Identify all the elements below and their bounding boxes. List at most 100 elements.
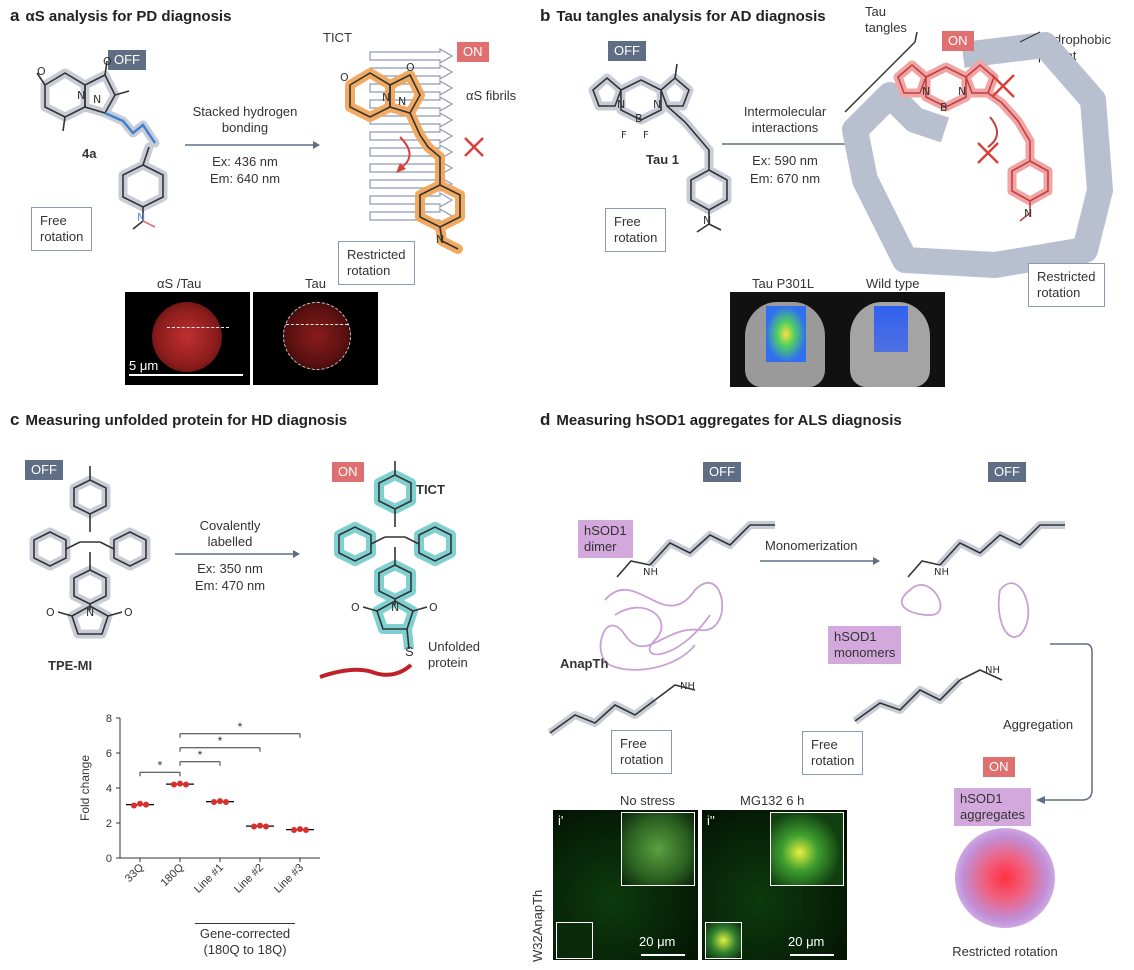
panel-b-restricted-box: Restricted rotation — [1028, 263, 1105, 307]
panel-d-restricted-label: Restricted rotation — [952, 944, 1058, 959]
img1-tag: i' — [558, 813, 564, 828]
y-axis-label: Fold change — [78, 755, 92, 821]
panel-a-micrograph-colocalization: 5 μm — [125, 292, 250, 385]
significance-star: * — [218, 734, 223, 748]
compound-tau1-structure: N N B F F N — [588, 63, 732, 233]
panel-d-off-tag-2: OFF — [988, 462, 1026, 482]
compound-4a-bound-structure: O O N N N — [340, 61, 465, 254]
data-point — [223, 799, 229, 805]
heatmap-wild-type — [874, 306, 908, 352]
scale-label-5um: 5 μm — [129, 358, 159, 373]
x-tick-label: Line #2 — [232, 862, 266, 896]
panel-a-img2-label: Tau — [305, 276, 326, 291]
svg-text:N: N — [398, 95, 406, 108]
inset-small-2 — [705, 922, 742, 959]
panel-a-arrow-label: Stacked hydrogen bonding — [192, 104, 298, 135]
scale-bar-5um — [129, 374, 243, 376]
panel-a-em: Em: 640 nm — [209, 171, 281, 186]
data-point — [257, 822, 263, 829]
y-tick-label: 6 — [106, 748, 112, 760]
svg-text:O: O — [351, 601, 360, 614]
tau-tangles-label: Tau tangles — [865, 4, 907, 35]
gene-corrected-label: Gene-corrected — [199, 926, 291, 941]
compound-4a-label: 4a — [82, 146, 97, 161]
y-tick-label: 8 — [106, 713, 112, 725]
significance-star: * — [198, 748, 203, 762]
unfolded-protein-label: Unfolded protein — [428, 639, 481, 670]
panel-b-on-tag: ON — [942, 31, 974, 51]
compound-tpe-mi-structure: N O O — [29, 466, 151, 639]
data-point — [183, 781, 189, 788]
data-point — [177, 780, 183, 787]
svg-text:N: N — [137, 211, 145, 224]
hsod1-dimer-label: hSOD1 dimer — [578, 520, 633, 558]
panel-b-ex: Ex: 590 nm — [752, 153, 818, 168]
panel-c-on-tag: ON — [332, 462, 364, 482]
panel-d-ylabel: W32AnapTh — [530, 889, 545, 962]
monomerization-arrow — [760, 557, 880, 565]
svg-text:F: F — [643, 130, 649, 141]
panel-d-off-tag-1: OFF — [703, 462, 741, 482]
svg-text:O: O — [429, 601, 438, 614]
compound-tpe-mi-label: TPE-MI — [48, 658, 93, 673]
x-tick-label: Line #3 — [272, 862, 306, 896]
data-point — [171, 781, 177, 788]
panel-d-on-tag: ON — [983, 757, 1015, 777]
data-point — [297, 826, 303, 833]
svg-text:O: O — [340, 71, 349, 84]
svg-text:N: N — [77, 89, 85, 102]
compound-tau1-label: Tau 1 — [646, 152, 679, 167]
gene-corrected-sub: (180Q to 18Q) — [203, 942, 287, 957]
svg-text:N: N — [922, 85, 930, 98]
hsod1-aggregates-label: hSOD1 aggregates — [954, 788, 1032, 826]
panel-a-off-tag: OFF — [108, 50, 146, 70]
inset-zoom-1 — [621, 812, 695, 886]
svg-text:N: N — [1024, 207, 1032, 220]
svg-text:NH: NH — [643, 567, 658, 578]
panel-c-arrow-label: Covalently labelled — [199, 518, 261, 549]
panel-d-img1-label: No stress — [620, 793, 675, 808]
svg-text:N: N — [653, 98, 661, 111]
panel-c-arrow — [175, 550, 300, 558]
y-tick-label: 2 — [106, 818, 112, 830]
panel-a-tict: TICT — [323, 30, 352, 45]
data-point — [263, 823, 269, 830]
svg-text:F: F — [621, 130, 627, 141]
data-point — [137, 800, 143, 807]
inset-zoom-2 — [770, 812, 844, 886]
svg-text:NH: NH — [985, 665, 1000, 676]
svg-text:NH: NH — [680, 681, 695, 692]
panel-d-img2-label: MG132 6 h — [740, 793, 805, 808]
panel-a-img1-label: αS /Tau — [157, 276, 202, 291]
svg-text:O: O — [406, 61, 415, 74]
droplet-red-1 — [152, 302, 222, 372]
svg-text:N: N — [703, 214, 711, 227]
data-point — [303, 827, 309, 833]
tau-tangle-pocket — [842, 31, 1113, 278]
compound-tpe-mi-bound-structure: N O O — [319, 461, 456, 679]
svg-text:N: N — [617, 98, 625, 111]
data-point — [211, 799, 217, 805]
data-point — [131, 802, 137, 809]
panel-a-cross-icon — [464, 137, 484, 157]
compound-4a-structure: N N O O N — [36, 55, 168, 230]
anapth-monomer-structures: NH NH — [852, 521, 1065, 725]
anapth-dimer-structures: NH NH — [547, 521, 775, 737]
panel-b-arrow-label: Intermolecular interactions — [743, 104, 827, 135]
img2-tag: i'' — [707, 813, 715, 828]
panel-b-img2-label: Wild type — [866, 276, 920, 291]
svg-text:N: N — [391, 601, 399, 614]
svg-text:O: O — [46, 606, 55, 619]
significance-star: * — [158, 758, 163, 772]
compound-tau1-bound-structure: N N B N — [893, 60, 1053, 222]
panel-d-micrograph-mg132: i'' 20 μm — [702, 810, 847, 960]
panel-c-tict: TICT — [416, 482, 445, 497]
x-tick-label: 180Q — [159, 861, 187, 889]
panel-d-free-rotation-box-2: Free rotation — [802, 731, 864, 775]
scale-label-20um-1: 20 μm — [639, 934, 676, 949]
panel-b-in-vivo-images — [730, 292, 945, 387]
